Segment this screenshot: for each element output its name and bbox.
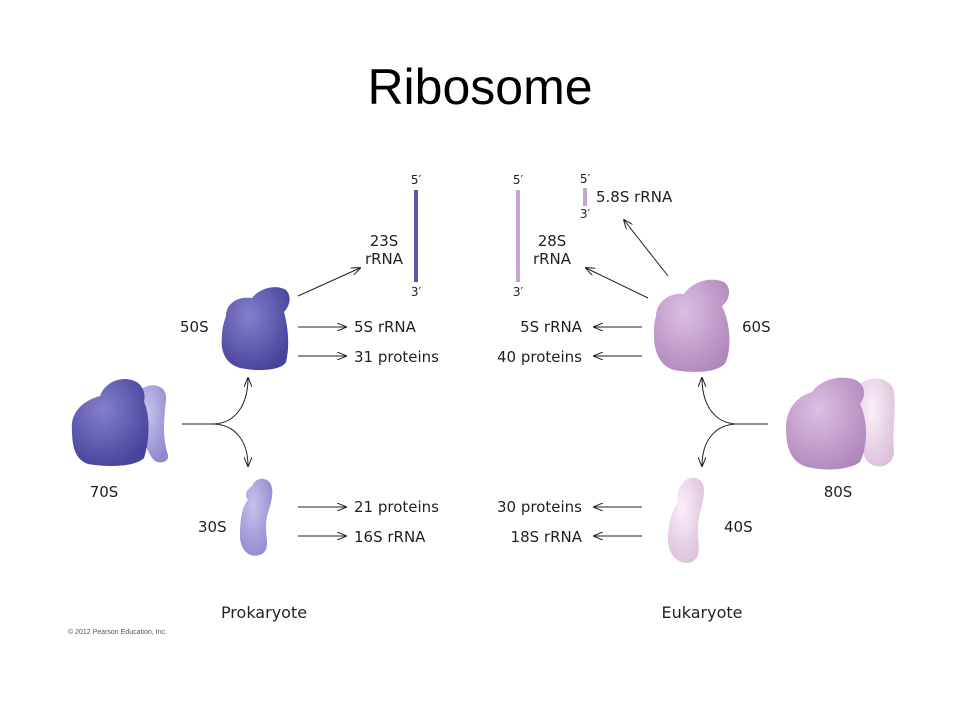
label-40-proteins: 40 proteins [497,348,582,366]
label-70s: 70S [90,483,119,501]
strand-3prime-label: 3′ [411,285,422,299]
label-30s: 30S [198,518,227,536]
label-euk-5s-rrna: 5S rRNA [520,318,583,336]
rrna-28s-strand [516,190,520,282]
label-80s: 80S [824,483,853,501]
strand-5prime-label: 5′ [411,173,422,187]
label-31-proteins: 31 proteins [354,348,439,366]
strand58-5prime-label: 5′ [580,172,591,186]
rrna-23s-strand [414,190,418,282]
arrow-to-28s [586,268,649,299]
strand28-5prime-label: 5′ [513,173,524,187]
strand28-3prime-label: 3′ [513,285,524,299]
label-18s-rrna: 18S rRNA [511,528,583,546]
label-16s-rrna: 16S rRNA [354,528,426,546]
label-5s-rrna: 5S rRNA [354,318,417,336]
euk-split-arrow-up [702,378,768,425]
ribosome-70s-shape [71,378,169,466]
ribosome-50s-shape [221,287,290,370]
ribosome-80s-shape [786,377,895,470]
label-58s-rrna: 5.8S rRNA [596,188,673,206]
ribosome-30s-shape [240,478,273,556]
arrow-to-58s [624,220,669,277]
label-28s: 28S [538,232,567,250]
copyright-notice: © 2012 Pearson Education, Inc. [68,628,167,636]
page-title: Ribosome [367,59,593,115]
strand58-3prime-label: 3′ [580,207,591,221]
split-arrow-up [182,378,248,425]
label-50s: 50S [180,318,209,336]
split-arrow-down [211,423,248,466]
label-60s: 60S [742,318,771,336]
label-28s-rrna: rRNA [533,250,572,268]
ribosome-40s-shape [668,477,704,563]
label-21-proteins: 21 proteins [354,498,439,516]
label-40s: 40S [724,518,753,536]
euk-split-arrow-down [702,423,739,466]
arrow-to-23s [297,268,360,297]
rrna-58s-strand [583,188,587,206]
label-23s: 23S [370,232,399,250]
label-23s-rrna: rRNA [365,250,404,268]
ribosome-60s-shape [654,279,730,372]
caption-eukaryote: Eukaryote [662,603,743,622]
label-30-proteins: 30 proteins [497,498,582,516]
caption-prokaryote: Prokaryote [221,603,307,622]
